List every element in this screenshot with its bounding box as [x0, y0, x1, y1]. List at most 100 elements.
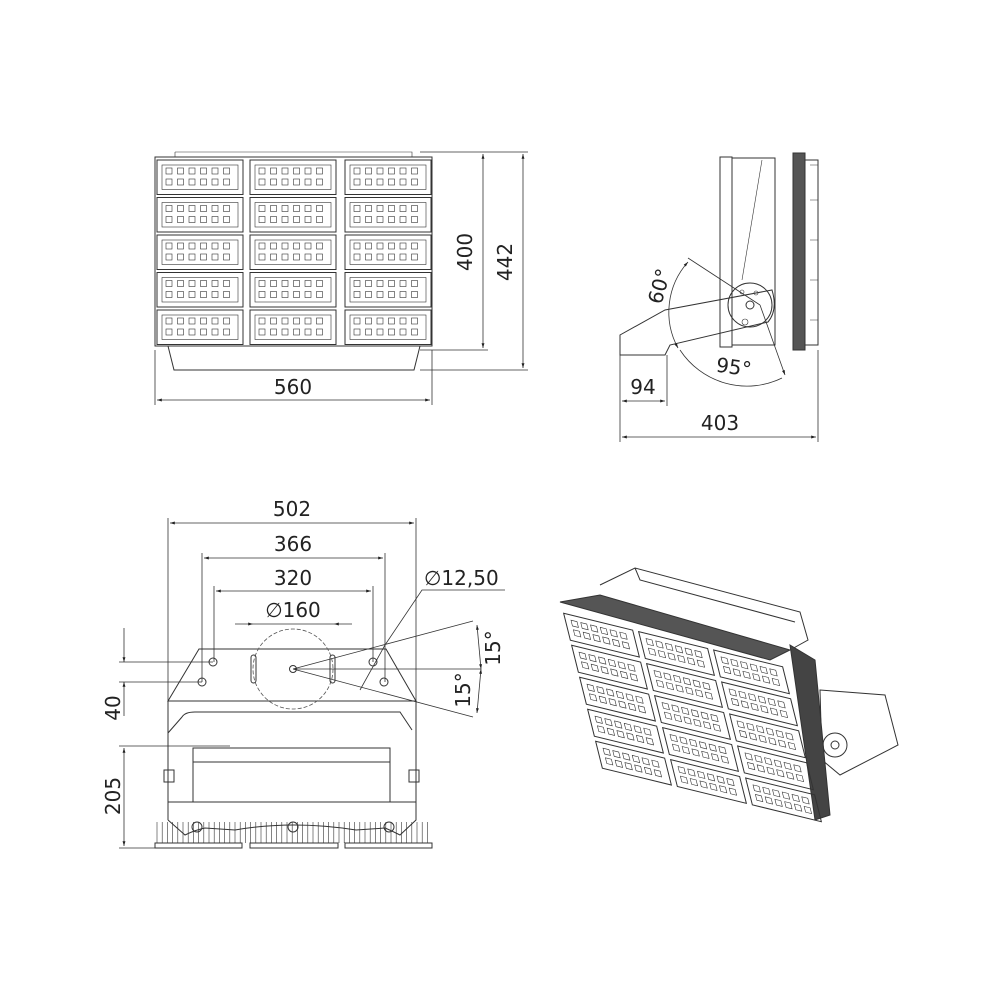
iso-led-chip	[663, 711, 673, 720]
iso-led-chip	[570, 619, 579, 628]
iso-led-chip	[754, 794, 764, 803]
led-chip	[293, 205, 300, 212]
iso-led-module	[669, 758, 748, 805]
led-chip	[293, 253, 300, 261]
iso-led-chip	[578, 651, 587, 660]
iso-led-chip	[749, 663, 759, 672]
led-chip	[281, 317, 289, 325]
led-chip	[211, 253, 219, 261]
iso-led-chip	[767, 697, 776, 707]
led-chip	[177, 328, 184, 336]
led-chip	[177, 205, 184, 212]
led-chip	[316, 328, 323, 336]
side-led-panel	[805, 159, 819, 346]
led-chip	[399, 328, 407, 336]
iso-led-chip	[728, 688, 737, 697]
iso-led-chip	[728, 787, 738, 796]
iso-led-chip	[643, 766, 653, 775]
iso-led-chip	[600, 666, 609, 675]
iso-led-chip	[762, 786, 771, 795]
side-bracket-depth-label: 94	[630, 375, 655, 399]
led-chip	[399, 280, 407, 287]
bottom-overall-width-label: 502	[273, 497, 311, 521]
led-chip	[353, 253, 361, 261]
heatsink-hole	[383, 821, 395, 833]
iso-led-chip	[764, 796, 774, 805]
led-chip	[165, 280, 173, 287]
led-chip	[388, 280, 395, 287]
led-chip	[376, 242, 384, 250]
led-chip	[281, 291, 289, 298]
iso-led-chip	[596, 725, 606, 734]
front-total-height-dimension: 442	[420, 151, 528, 371]
iso-bracket	[819, 689, 899, 776]
iso-led-chip	[663, 672, 672, 681]
iso-led-chip	[647, 647, 657, 656]
led-chip	[316, 216, 323, 223]
iso-led-chip	[606, 688, 615, 697]
led-chip	[304, 328, 312, 336]
iso-led-chip	[671, 704, 680, 713]
led-chip	[281, 280, 289, 287]
led-chip	[316, 242, 323, 250]
led-chip	[304, 205, 312, 212]
iso-led-chip	[694, 689, 704, 698]
led-chip	[223, 291, 230, 298]
led-chip	[316, 317, 323, 325]
iso-led-chip	[746, 762, 756, 771]
led-chip	[316, 167, 323, 175]
iso-led-chip	[655, 640, 664, 649]
iso-led-chip	[665, 682, 675, 691]
led-chip	[200, 328, 207, 336]
led-chip	[316, 178, 323, 186]
bottom-driver-lid	[192, 747, 391, 763]
led-chip	[270, 242, 277, 250]
led-chip	[399, 216, 407, 223]
iso-led-chip	[718, 746, 727, 755]
iso-led-chip	[736, 720, 745, 729]
led-chip	[365, 242, 372, 250]
iso-led-chip	[756, 764, 766, 773]
led-chip	[353, 216, 361, 223]
side-housing-edge	[741, 159, 763, 281]
led-chip	[304, 253, 312, 261]
iso-led-chip	[777, 700, 786, 709]
led-chip	[281, 167, 289, 175]
bottom-circle-label: ∅160	[265, 598, 321, 622]
led-chip	[388, 291, 395, 298]
led-chip	[293, 167, 300, 175]
led-chip	[293, 216, 300, 223]
led-chip	[304, 317, 312, 325]
iso-led-chip	[669, 734, 678, 743]
led-chip	[165, 242, 173, 250]
led-chip	[223, 242, 230, 250]
iso-led-chip	[645, 638, 654, 647]
led-chip	[223, 178, 230, 186]
iso-led-chip	[671, 743, 681, 752]
bottom-hole-spacing-dimension: 40	[101, 628, 213, 721]
iso-led-chip	[787, 741, 797, 751]
iso-led-chip	[590, 624, 599, 633]
led-chip	[258, 291, 266, 298]
iso-led-chip	[681, 746, 691, 755]
led-chip	[388, 317, 395, 325]
led-chip	[270, 317, 277, 325]
led-module	[249, 159, 337, 195]
led-module-lens	[349, 202, 427, 228]
iso-led-chip	[665, 642, 674, 651]
iso-led-module	[728, 713, 807, 759]
iso-led-chip	[626, 732, 635, 741]
led-chip	[304, 242, 312, 250]
iso-led-chip	[779, 709, 789, 719]
led-chip	[188, 328, 196, 336]
led-chip	[304, 291, 312, 298]
iso-led-chip	[682, 677, 692, 686]
iso-led-chip	[624, 762, 633, 771]
iso-led-chip	[641, 757, 650, 766]
led-chip	[365, 178, 372, 186]
bottom-height-label: 205	[101, 777, 125, 815]
iso-led-chip	[667, 652, 676, 661]
iso-led-module	[720, 681, 799, 727]
side-tilt-up-arc	[668, 261, 689, 349]
led-chip	[177, 242, 184, 250]
